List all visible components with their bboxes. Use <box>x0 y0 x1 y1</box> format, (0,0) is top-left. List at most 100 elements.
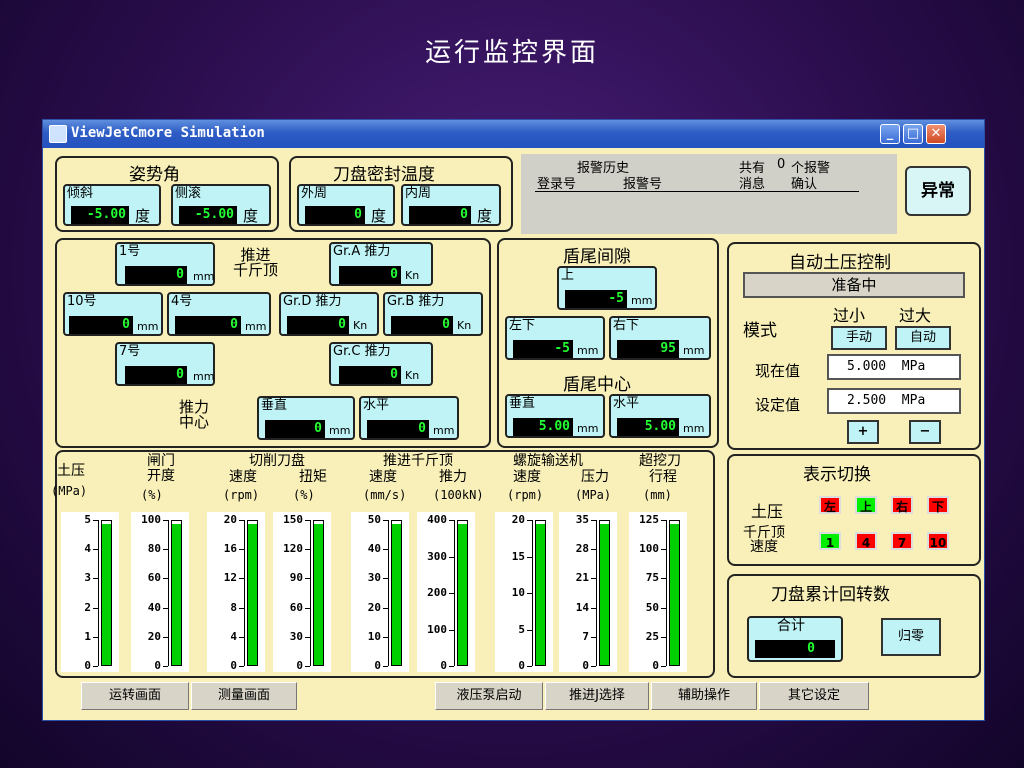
set-unit: MPa <box>901 393 926 408</box>
gauge-axis <box>666 520 667 666</box>
gauge-fill <box>536 523 545 665</box>
minimize-button[interactable]: _ <box>880 124 900 144</box>
gr-c-value: 0 <box>339 366 401 384</box>
increase-button[interactable]: + <box>847 420 879 444</box>
close-button[interactable]: ✕ <box>926 124 946 144</box>
gauge-tick-mark <box>591 666 596 667</box>
gauge-axis <box>98 520 99 666</box>
measure-screen-button[interactable]: 测量画面 <box>191 682 297 710</box>
gauge-tick-label: 40 <box>367 542 381 556</box>
run-screen-button[interactable]: 运转画面 <box>81 682 189 710</box>
over-gauge-unit: (mm) <box>643 488 672 502</box>
jack-1-toggle[interactable]: 1 <box>819 532 841 550</box>
too-large-label: 过大 <box>899 306 932 325</box>
tilt-value: -5.00 <box>71 206 129 224</box>
reset-button[interactable]: 归零 <box>881 618 941 656</box>
gauge-tick-mark <box>661 549 666 551</box>
roll-label: 侧滚 <box>175 186 202 201</box>
gauge-tick-label: 60 <box>147 571 161 585</box>
gauge-tick-mark <box>661 607 666 609</box>
maximize-button[interactable]: □ <box>903 124 923 144</box>
gauge-track <box>599 520 610 666</box>
gauge-fill <box>670 523 679 665</box>
gauge-fill <box>102 523 111 665</box>
tilt-label: 倾斜 <box>67 186 94 201</box>
outer-label: 外周 <box>301 186 328 201</box>
tail-horizontal-box: 水平 5.00 mm <box>609 394 711 438</box>
gauge-tick-mark <box>449 666 454 667</box>
gr-b-value: 0 <box>391 316 453 334</box>
auto-button[interactable]: 自动 <box>895 326 951 350</box>
earth-bottom-toggle[interactable]: 下 <box>927 496 949 514</box>
jack-1-box: 1号 0 mm <box>115 242 215 286</box>
gauge-tick-label: 80 <box>147 542 161 556</box>
tail-br-label: 右下 <box>613 318 640 333</box>
set-value-field[interactable]: 2.500 MPa <box>827 388 961 414</box>
rotation-total-label: 合计 <box>777 618 805 634</box>
manual-button[interactable]: 手动 <box>831 326 887 350</box>
gauge-tick-mark <box>383 607 388 609</box>
gauge-tick-mark <box>163 607 168 609</box>
title-bar[interactable]: ViewJetCmore Simulation _ □ ✕ <box>43 120 984 148</box>
earth-control-panel: 自动土压控制 准备中 过小 过大 模式 手动 自动 现在值 5.000 MPa … <box>727 242 981 450</box>
gr-d-value: 0 <box>287 316 349 334</box>
jack-10-unit: mm <box>137 320 159 333</box>
gauge-tick-label: 1 <box>84 629 91 643</box>
jack-10-value: 0 <box>69 316 133 334</box>
gauge-track <box>101 520 112 666</box>
gauge-tick-label: 200 <box>427 586 447 599</box>
gauge-tick-mark <box>305 666 310 667</box>
decrease-button[interactable]: − <box>909 420 941 444</box>
gauge-tick-mark <box>591 636 596 638</box>
jack-1-label: 1号 <box>119 244 141 259</box>
alarm-history[interactable]: 报警历史 共有 0 个报警 登录号 报警号 消息 确认 <box>521 154 897 234</box>
gauge-tick-mark <box>93 607 98 609</box>
gauge-tick-mark <box>383 549 388 551</box>
gauge-tick-mark <box>449 556 454 558</box>
earth-right-toggle[interactable]: 右 <box>891 496 913 514</box>
gauge-fill <box>172 523 181 665</box>
jack-7-box: 7号 0 mm <box>115 342 215 386</box>
gauge-tick-mark <box>449 520 454 521</box>
gauge-fill <box>458 523 467 665</box>
gate-gauge-unit: (%) <box>141 488 163 502</box>
jack-4-unit: mm <box>245 320 267 333</box>
pump-start-button[interactable]: 液压泵启动 <box>435 682 543 710</box>
gauge-tick-label: 150 <box>283 513 303 526</box>
earth-control-title: 自动土压控制 <box>789 253 891 273</box>
jack-10-box: 10号 0 mm <box>63 292 163 336</box>
jack-4-toggle[interactable]: 4 <box>855 532 877 550</box>
gauge-axis <box>388 520 389 666</box>
jack-10-toggle[interactable]: 10 <box>927 532 949 550</box>
attitude-panel: 姿势角 倾斜 -5.00 度 侧滚 -5.00 度 <box>55 156 279 232</box>
aux-operation-button[interactable]: 辅助操作 <box>651 682 757 710</box>
rotation-total-value: 0 <box>755 640 835 658</box>
gauge-tick-label: 0 <box>440 659 447 672</box>
thrust-horizontal-value: 0 <box>367 420 429 438</box>
gauge-tick-label: 2 <box>84 600 91 614</box>
current-value-label: 现在值 <box>755 362 801 380</box>
gauge-tick-mark <box>591 607 596 609</box>
gauge-tick-label: 0 <box>582 659 589 672</box>
gauge-tick-label: 7 <box>582 629 589 643</box>
gauge-tick-label: 0 <box>230 659 237 672</box>
gauge-tick-label: 50 <box>645 600 659 614</box>
jack-7-toggle[interactable]: 7 <box>891 532 913 550</box>
gr-c-box: Gr.C 推力 0 Kn <box>329 342 433 386</box>
gauge-track <box>669 520 680 666</box>
center-label: 推力 中心 <box>179 398 210 431</box>
jack-7-value: 0 <box>125 366 187 384</box>
gauge-tick-mark <box>449 593 454 594</box>
other-settings-button[interactable]: 其它设定 <box>759 682 869 710</box>
earth-top-toggle[interactable]: 上 <box>855 496 877 514</box>
abnormal-button[interactable]: 异常 <box>905 166 971 216</box>
inner-unit: 度 <box>477 207 493 225</box>
jack-select-button[interactable]: 推进J选择 <box>545 682 649 710</box>
alarm-col-message: 消息 <box>739 177 766 192</box>
app-window: ViewJetCmore Simulation _ □ ✕ 姿势角 倾斜 -5.… <box>42 119 985 721</box>
jack-header: 推进千斤顶 <box>383 453 453 469</box>
gauge-tick-mark <box>527 666 532 667</box>
earth-left-toggle[interactable]: 左 <box>819 496 841 514</box>
